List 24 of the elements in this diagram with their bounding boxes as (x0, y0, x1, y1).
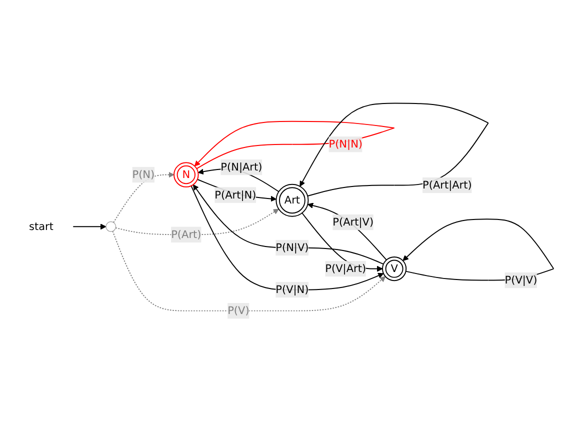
node-circle: V (382, 256, 407, 282)
arrow (112, 230, 386, 312)
arrow (72, 224, 106, 230)
edge-label: P(Art|V) (332, 216, 374, 228)
edge-label: P(V|N) (276, 283, 309, 296)
arrow (113, 172, 174, 223)
arrow (307, 202, 387, 260)
node-circle: Art (276, 184, 309, 217)
edge-label: P(V) (228, 304, 250, 317)
edge-label: P(Art|N) (214, 188, 256, 201)
edge-label: P(V|Art) (325, 262, 366, 275)
arrow (190, 185, 384, 290)
edge-label: P(V|V) (504, 274, 538, 286)
edge-label: P(N|N) (328, 138, 363, 150)
arrow (302, 212, 383, 272)
edge-label: P(N) (132, 168, 155, 181)
arrow (192, 184, 384, 265)
edge-label: P(N|Art) (220, 160, 262, 174)
node-circle: N (174, 162, 199, 188)
edge-label: P(N|V) (276, 241, 309, 254)
node-text: start (28, 220, 54, 233)
edge-label: P(Art) (171, 228, 202, 241)
edge-label: P(Art|Art) (422, 178, 472, 192)
node-circle (106, 221, 116, 232)
